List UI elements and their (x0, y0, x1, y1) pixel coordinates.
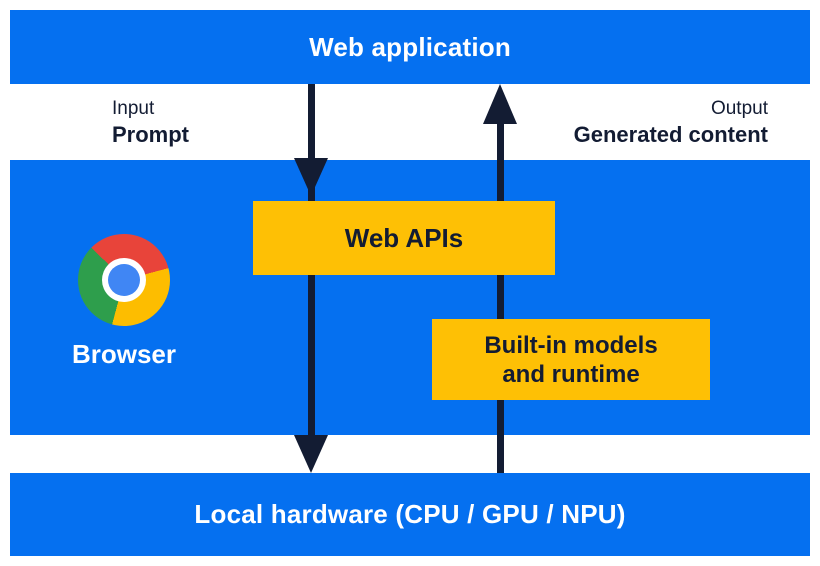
input-label-group: Input Prompt (112, 97, 189, 149)
output-caption: Output (710, 98, 768, 119)
down-arrow-head-icon (294, 158, 328, 196)
up-arrow-line-icon (497, 121, 504, 473)
local-hardware-label: Local hardware (CPU / GPU / NPU) (194, 499, 626, 529)
builtin-models-box: Built-in models and runtime (432, 319, 710, 400)
local-hardware-bar: Local hardware (CPU / GPU / NPU) (10, 473, 810, 556)
web-apis-box: Web APIs (253, 201, 555, 275)
down-arrow-head-icon (294, 435, 328, 473)
web-apis-label: Web APIs (344, 222, 464, 253)
chrome-browser-icon (78, 234, 170, 326)
web-application-bar: Web application (10, 10, 810, 84)
input-value: Prompt (112, 122, 189, 147)
output-value: Generated content (573, 122, 768, 147)
up-arrow-head-icon (483, 84, 517, 124)
input-caption: Input (112, 98, 155, 119)
builtin-models-label-line1: Built-in models (484, 331, 658, 359)
builtin-models-label-line2: and runtime (502, 360, 640, 388)
chrome-icon-blue-center (108, 264, 140, 296)
browser-label: Browser (71, 339, 177, 369)
output-label-group: Output Generated content (574, 97, 768, 149)
web-application-label: Web application (309, 31, 511, 62)
